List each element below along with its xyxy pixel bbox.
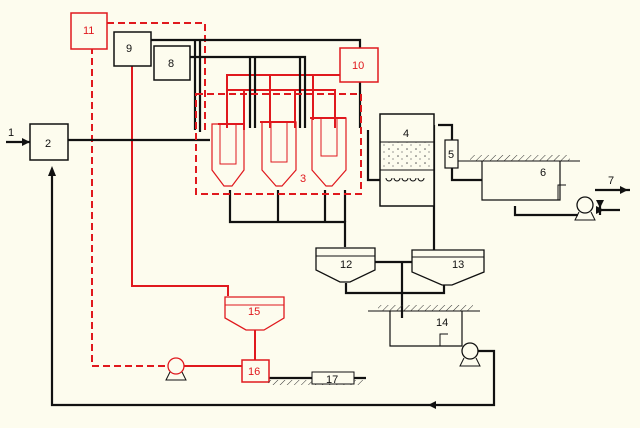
control-dashed-lines (91, 22, 206, 367)
box-2 (29, 123, 69, 161)
box-10 (339, 47, 379, 83)
reactor-group-3 (195, 93, 362, 195)
label-5: 5 (448, 149, 454, 161)
label-15: 15 (248, 306, 260, 318)
label-4: 4 (403, 128, 409, 140)
label-8: 8 (168, 58, 174, 70)
tank-6 (458, 155, 580, 201)
labels: 1 2 3 4 5 6 7 8 9 10 11 12 13 14 15 16 1… (8, 25, 614, 386)
label-13: 13 (452, 259, 464, 271)
flow-arrows (22, 138, 628, 409)
label-16: 16 (248, 366, 260, 378)
label-3: 3 (300, 173, 306, 185)
return-bottom-arrow-icon (428, 401, 436, 409)
valve-icon (596, 200, 604, 208)
settler-13 (411, 249, 485, 286)
return-arrow-icon (48, 166, 56, 176)
inflow-arrow-icon (22, 138, 30, 146)
box-8 (153, 45, 191, 81)
label-9: 9 (126, 43, 132, 55)
box-16 (241, 359, 270, 383)
label-2: 2 (45, 138, 51, 150)
settler-12 (315, 247, 376, 283)
box-11 (70, 12, 108, 50)
label-12: 12 (340, 259, 352, 271)
label-6: 6 (540, 167, 546, 179)
meter-5 (444, 139, 459, 169)
label-14: 14 (436, 317, 448, 329)
bed-17 (268, 371, 363, 385)
settler-15 (224, 296, 285, 331)
label-10: 10 (352, 60, 364, 72)
pump-16-icon (165, 357, 187, 381)
valve-arrow-icon (596, 206, 604, 214)
tank-14 (368, 305, 481, 367)
label-11: 11 (83, 25, 94, 37)
outflow-arrow-icon (620, 186, 628, 194)
filter-4 (379, 113, 435, 207)
pump-icon (574, 196, 596, 221)
label-1: 1 (8, 127, 14, 139)
label-17: 17 (326, 374, 338, 386)
label-7: 7 (608, 175, 614, 187)
box-9 (113, 31, 152, 67)
